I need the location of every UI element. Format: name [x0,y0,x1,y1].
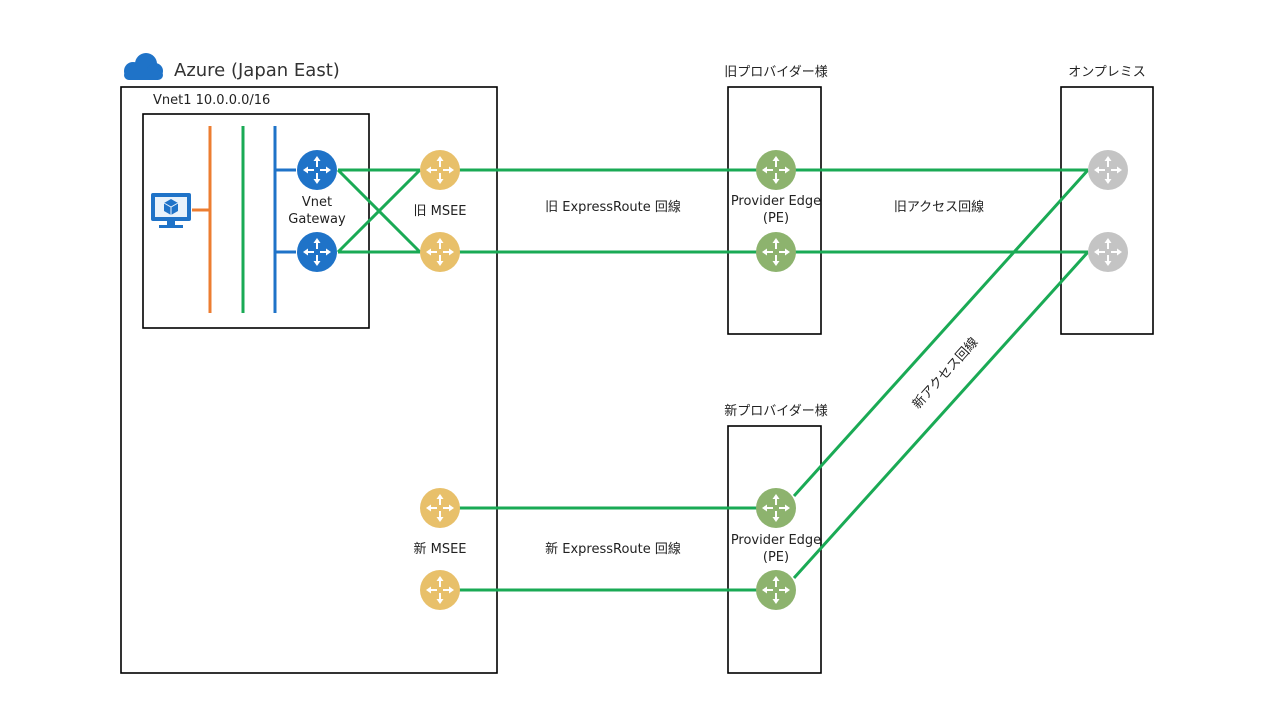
vnet-label: Vnet1 10.0.0.0/16 [153,93,271,108]
old-pe-router-2 [756,232,796,272]
onprem-box [1060,86,1154,335]
new-pe-label-line1: Provider Edge [730,533,822,548]
old-pe-label-line1: Provider Edge [730,194,822,209]
vnet-gateway-router-2 [297,232,337,272]
old-access-label: 旧アクセス回線 [893,200,985,215]
old-msee-label: 旧 MSEE [413,204,467,219]
virtual-machine-icon [151,193,191,228]
old-msee-router-2 [420,232,460,272]
new-msee-label: 新 MSEE [413,542,467,557]
new-access-link-2 [792,250,1090,580]
gateway-msee-cross-2 [336,168,422,254]
old-pe-router-1 [756,150,796,190]
onprem-router-2 [1088,232,1128,272]
cloud-icon [124,53,163,80]
old-expressroute-label: 旧 ExpressRoute 回線 [545,200,681,215]
new-msee-router-2 [420,570,460,610]
vnet-gateway-label: Vnet Gateway [277,194,357,228]
new-pe-label: Provider Edge (PE) [716,532,836,566]
onprem-title: オンプレミス [1068,65,1146,80]
links [336,168,1090,592]
new-provider-title: 新プロバイダー様 [724,404,828,419]
old-pe-label: Provider Edge (PE) [716,193,836,227]
old-provider-box [727,86,822,335]
azure-region-box [120,86,498,674]
azure-region-title: Azure (Japan East) [174,60,340,81]
old-msee-router-1 [420,150,460,190]
vnet-gateway-label-line2: Gateway [288,212,346,227]
vnet-gateway-label-line1: Vnet [301,195,333,210]
new-access-link-1 [792,168,1090,498]
new-pe-label-line2: (PE) [762,550,790,565]
new-pe-router-2 [756,570,796,610]
old-pe-label-line2: (PE) [762,211,790,226]
vnet-gateway-router-1 [297,150,337,190]
new-msee-router-1 [420,488,460,528]
new-expressroute-label: 新 ExpressRoute 回線 [545,542,681,557]
new-pe-router-1 [756,488,796,528]
onprem-router-1 [1088,150,1128,190]
old-provider-title: 旧プロバイダー様 [724,65,828,80]
